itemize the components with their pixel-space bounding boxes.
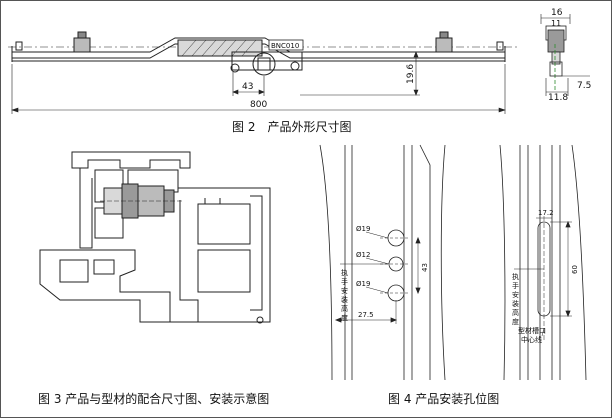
figure4-left-drawing xyxy=(319,144,446,381)
figure2-drawing xyxy=(8,31,520,76)
fig4-left-height-label: 执 手 安 装 高 度 xyxy=(341,268,348,322)
svg-text:安: 安 xyxy=(512,290,519,299)
svg-text:中心线: 中心线 xyxy=(521,335,542,344)
dim-800 xyxy=(11,64,506,114)
fig4-d19b: Ø19 xyxy=(356,280,370,288)
figure4-right-drawing xyxy=(499,144,587,381)
dim-16-text: 16 xyxy=(551,8,563,18)
figure4-caption: 图 4 产品安装孔位图 xyxy=(388,392,500,406)
dim-43-text: 43 xyxy=(242,82,253,92)
dim-19-6-text: 19.6 xyxy=(406,64,416,84)
svg-text:装: 装 xyxy=(512,299,519,308)
fig4-d27-5: 27.5 xyxy=(358,311,374,319)
part-label: BNC010 xyxy=(271,42,299,50)
figure2-side-view xyxy=(540,14,590,96)
dim-43-fig2 xyxy=(232,72,265,96)
fig4-d19a: Ø19 xyxy=(356,225,370,233)
figure2-caption: 图 2 产品外形尺寸图 xyxy=(232,120,352,134)
svg-text:高: 高 xyxy=(341,304,348,313)
dim-11-text: 11 xyxy=(551,19,561,28)
fig4-d12: Ø12 xyxy=(356,251,370,259)
dim-19-6 xyxy=(300,51,420,96)
svg-text:安: 安 xyxy=(341,286,348,295)
dim-7-5-text: 7.5 xyxy=(577,81,591,91)
svg-text:型材槽口: 型材槽口 xyxy=(518,326,546,335)
fig4-d17-2: 17.2 xyxy=(538,209,554,217)
svg-text:手: 手 xyxy=(512,281,519,290)
svg-text:装: 装 xyxy=(341,295,348,304)
svg-text:手: 手 xyxy=(341,277,348,286)
fig4-d43: 43 xyxy=(421,263,429,272)
svg-text:执: 执 xyxy=(512,272,519,281)
figure3-caption: 图 3 产品与型材的配合尺寸图、安装示意图 xyxy=(38,392,270,406)
svg-text:高: 高 xyxy=(512,308,519,317)
figure3-drawing xyxy=(39,151,271,324)
svg-text:度: 度 xyxy=(512,317,519,326)
fig4-right-height-label: 执 手 安 装 高 度 xyxy=(512,272,519,326)
fig4-center-line-label: 型材槽口 中心线 xyxy=(518,326,546,344)
fig4-d60: 60 xyxy=(571,265,579,274)
dim-11-8-text: 11.8 xyxy=(548,93,568,103)
dim-800-text: 800 xyxy=(250,100,267,110)
svg-text:执: 执 xyxy=(341,268,348,277)
svg-text:度: 度 xyxy=(341,313,348,322)
